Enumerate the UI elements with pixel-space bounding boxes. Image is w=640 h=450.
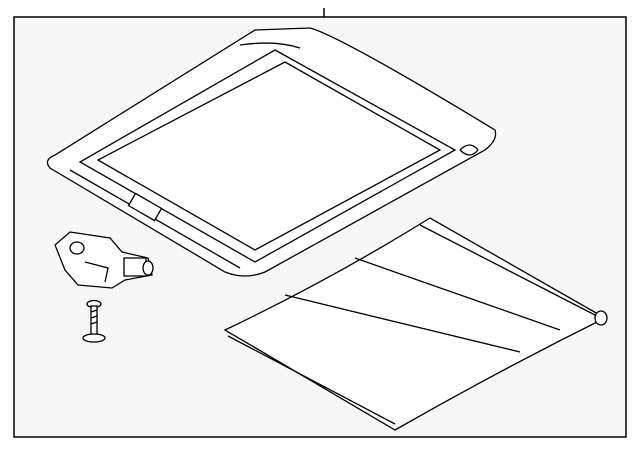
sunshade-panel	[223, 217, 608, 431]
sunroof-motor	[54, 231, 154, 289]
mounting-bolt	[82, 299, 106, 343]
sunroof-frame-assembly	[46, 27, 497, 277]
